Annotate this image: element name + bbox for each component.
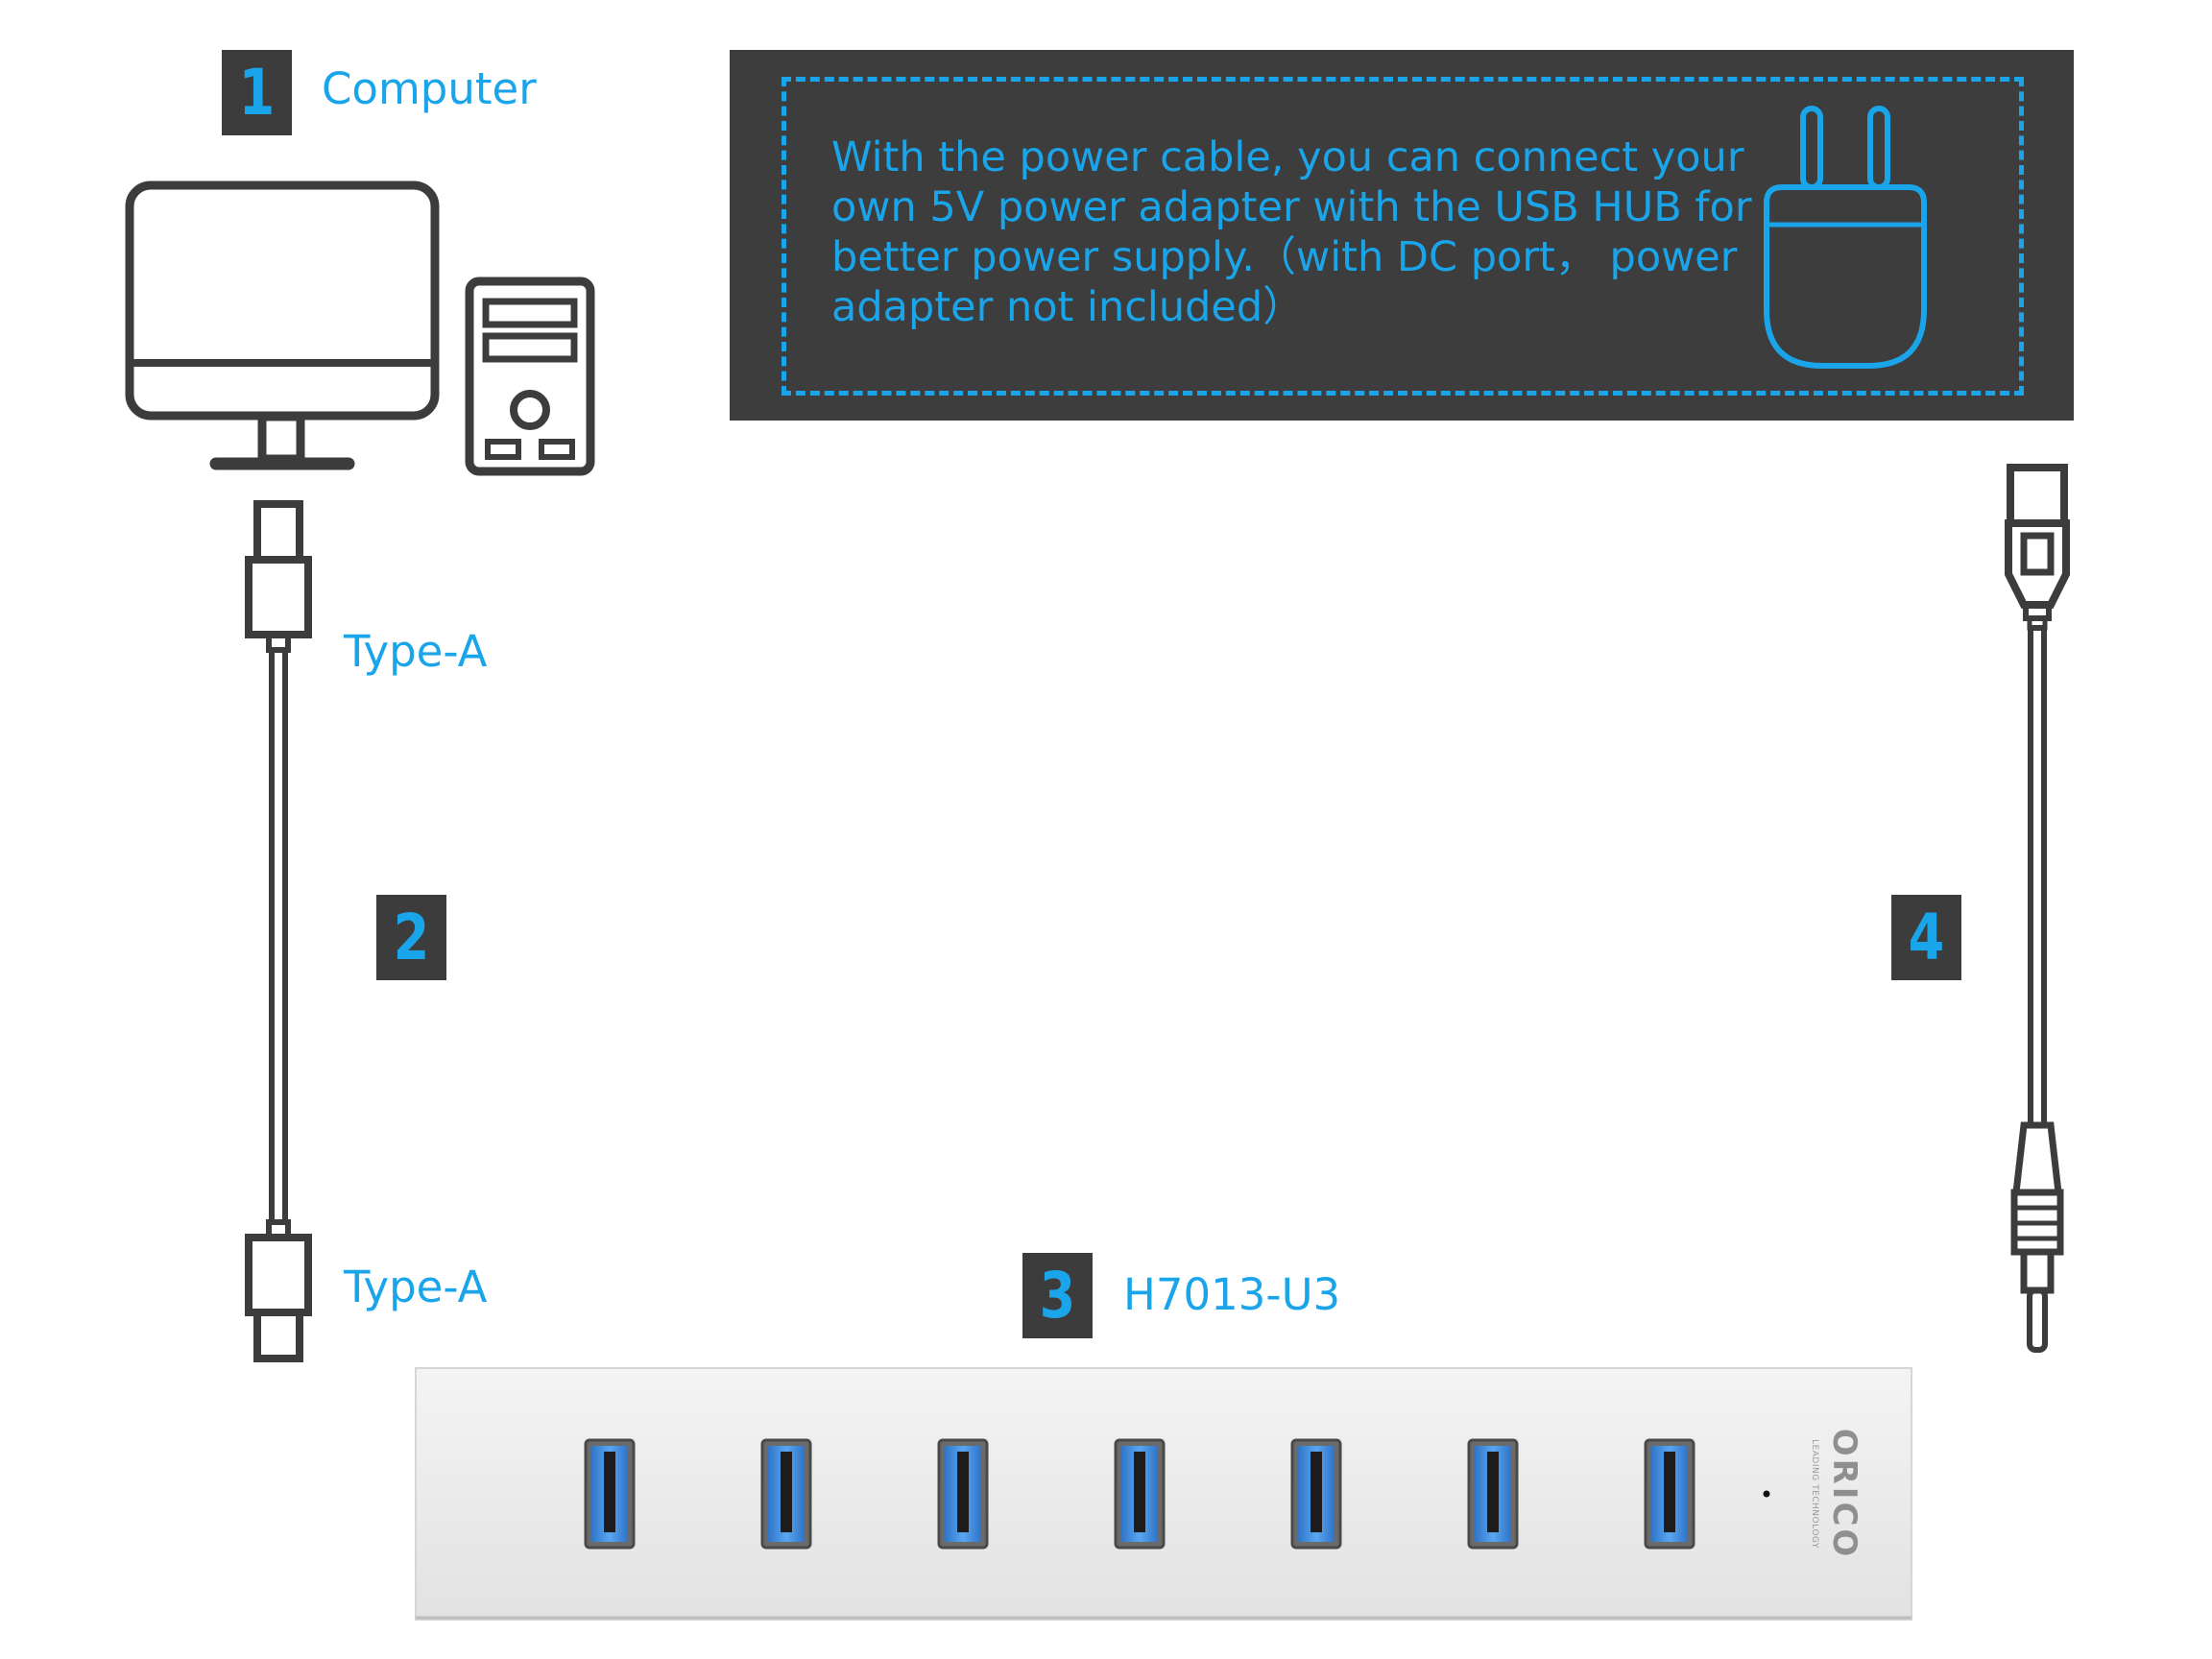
notice-line: With the power cable, you can connect yo…: [831, 133, 1744, 181]
step-2-badge: 2: [376, 895, 446, 980]
computer-label: Computer: [322, 63, 537, 114]
step-4-badge: 4: [1891, 895, 1961, 980]
notice-line: better power supply.（with DC port， power: [831, 233, 1738, 281]
dc-plug-icon: [2010, 1121, 2064, 1353]
usb-a-plug-icon-top: [245, 500, 312, 653]
step-1-badge: 1: [222, 50, 292, 135]
pc-tower-icon: [465, 276, 595, 476]
notice-text: With the power cable, you can connect yo…: [831, 132, 1752, 332]
brand-logo-text: ORICO: [1825, 1429, 1863, 1560]
notice-line: adapter not included）: [831, 283, 1305, 331]
step-3-badge: 3: [1022, 1253, 1093, 1338]
monitor-icon: [125, 180, 440, 470]
brand-tagline-text: LEADING TECHNOLOGY: [1810, 1439, 1819, 1549]
type-a-label-top: Type-A: [344, 626, 488, 677]
usb-port[interactable]: [1114, 1438, 1166, 1550]
notice-dashed-border: [781, 77, 2024, 396]
notice-line: own 5V power adapter with the USB HUB fo…: [831, 183, 1752, 231]
usb-port[interactable]: [937, 1438, 989, 1550]
power-adapter-icon: [1764, 106, 1927, 369]
usb-port[interactable]: [1644, 1438, 1695, 1550]
usb-hub: ORICO LEADING TECHNOLOGY: [415, 1367, 1912, 1621]
usb-port[interactable]: [1290, 1438, 1342, 1550]
usb-a-plug-icon-bottom: [245, 1219, 312, 1362]
dc-power-cable: [2005, 464, 2070, 1353]
usb-a-plug-icon-right: [2005, 464, 2070, 631]
usb-port[interactable]: [584, 1438, 636, 1550]
type-a-label-bottom: Type-A: [344, 1262, 488, 1312]
usb-port[interactable]: [760, 1438, 812, 1550]
usb-a-cable: [245, 500, 312, 1362]
orico-logo: ORICO LEADING TECHNOLOGY: [1810, 1429, 1863, 1560]
led-indicator: [1763, 1490, 1770, 1498]
power-cable-notice: With the power cable, you can connect yo…: [730, 50, 2074, 421]
usb-port[interactable]: [1467, 1438, 1519, 1550]
hub-model-label: H7013-U3: [1123, 1269, 1341, 1320]
